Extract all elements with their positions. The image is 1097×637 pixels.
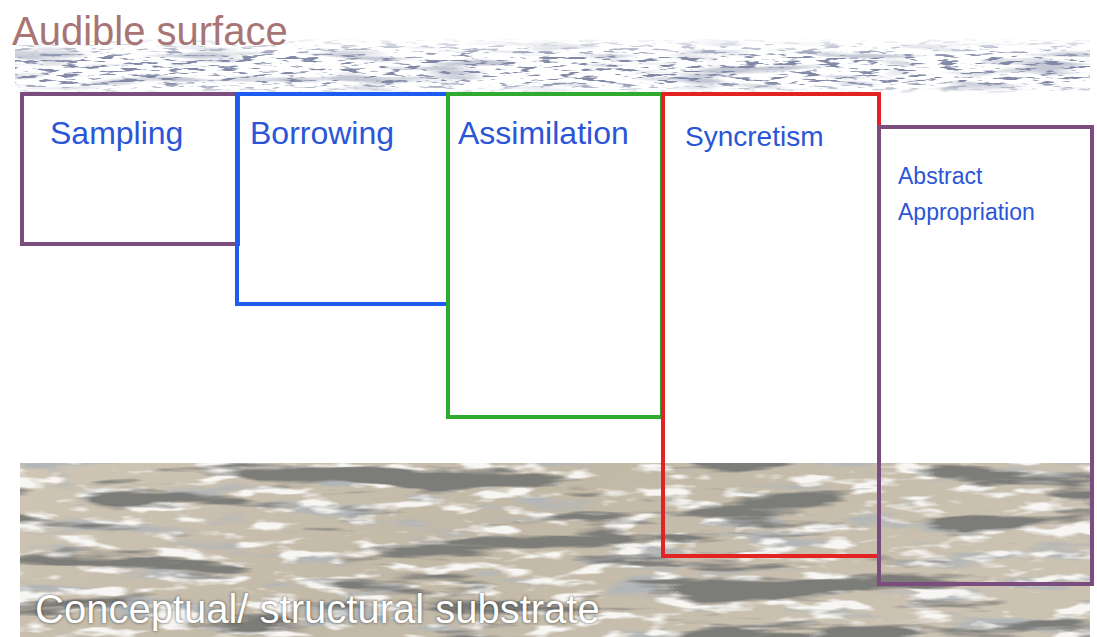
category-box: Borrowing xyxy=(235,92,450,306)
category-name: Borrowing xyxy=(250,114,438,152)
category-box: Abstract Appropriation xyxy=(877,125,1094,586)
layer-label: Audible surface xyxy=(12,8,288,54)
category-name: Assimilation xyxy=(458,114,652,152)
category-name: Sampling xyxy=(50,114,228,152)
category-box: Sampling xyxy=(20,92,240,246)
layer-label: Conceptual/ structural substrate xyxy=(35,586,600,632)
category-name: Syncretism xyxy=(685,120,869,154)
category-name: Abstract Appropriation xyxy=(898,159,1082,230)
category-box: Assimilation xyxy=(446,92,664,419)
category-box: Syncretism xyxy=(661,92,881,558)
